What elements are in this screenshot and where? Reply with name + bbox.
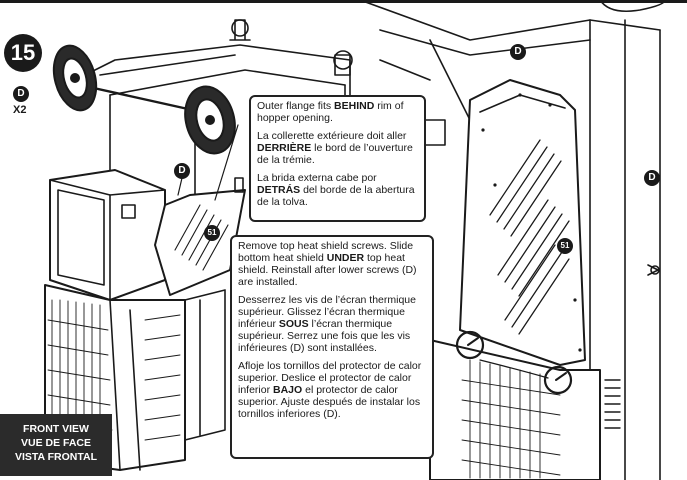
callout-flange: Outer flange fits BEHIND rim of hopper o… bbox=[249, 95, 426, 222]
screw-highlight-left bbox=[455, 330, 485, 360]
wheel-right bbox=[184, 85, 236, 155]
step-number-badge: 15 bbox=[4, 34, 42, 72]
leader-d bbox=[177, 177, 183, 196]
shield-slots-right bbox=[489, 139, 570, 335]
callout-heat-shield-fr: Desserrez les vis de l’écran thermique s… bbox=[238, 294, 416, 354]
wheel-left bbox=[52, 44, 98, 112]
marker-51-large-shield: 51 bbox=[557, 238, 573, 254]
frame-right-a bbox=[359, 0, 591, 41]
marker-51-small-shield: 51 bbox=[204, 225, 220, 241]
frame-bracket bbox=[424, 119, 446, 146]
part-d-badge: D bbox=[13, 86, 29, 102]
marker-d-top: D bbox=[510, 44, 526, 60]
hinge bbox=[647, 264, 659, 276]
marker-d-right: D bbox=[644, 170, 660, 186]
cabinet-grid-right bbox=[144, 314, 181, 441]
callout-flange-fr: La collerette extérieure doit aller DERR… bbox=[257, 130, 413, 166]
leader-top bbox=[214, 124, 239, 201]
side-vents bbox=[604, 379, 621, 429]
wire bbox=[479, 359, 549, 379]
frame-right-b bbox=[379, 29, 591, 56]
shield-bracket bbox=[234, 177, 244, 193]
caster-right bbox=[334, 54, 351, 76]
screw-highlight-right bbox=[543, 365, 573, 395]
hopper-box-front bbox=[49, 169, 166, 301]
hopper-lid-screw bbox=[121, 204, 136, 219]
view-label-en: FRONT VIEW bbox=[23, 423, 89, 435]
top-right-wheel bbox=[599, 0, 666, 13]
callout-heat-shield-en: Remove top heat shield screws. Slide bot… bbox=[238, 240, 417, 288]
view-label-fr: VUE DE FACE bbox=[20, 437, 91, 449]
frame-rail-top2 bbox=[99, 54, 236, 76]
top-rule bbox=[0, 0, 687, 3]
callout-heat-shield-es: Afloje los tornillos del protector de ca… bbox=[238, 360, 422, 420]
view-label-es: VISTA FRONTAL bbox=[14, 451, 98, 463]
shield-holes bbox=[481, 93, 582, 352]
heat-shield-right bbox=[459, 79, 586, 366]
callout-heat-shield: Remove top heat shield screws. Slide bot… bbox=[230, 235, 434, 459]
frame-rail-top bbox=[109, 69, 346, 96]
cabinet-right-grid bbox=[461, 359, 561, 479]
callout-flange-es: La brida externa cabe por DETRÁS del bor… bbox=[257, 172, 415, 208]
frame-right-d bbox=[379, 59, 431, 81]
marker-d-center: D bbox=[174, 163, 190, 179]
frame-right-c bbox=[429, 39, 471, 231]
view-label: FRONT VIEW VUE DE FACE VISTA FRONTAL bbox=[0, 414, 112, 476]
callout-flange-en: Outer flange fits BEHIND rim of hopper o… bbox=[257, 100, 404, 124]
part-quantity: X2 bbox=[13, 104, 27, 116]
cabinet-mid bbox=[184, 289, 226, 441]
frame-right-beam bbox=[589, 19, 661, 31]
